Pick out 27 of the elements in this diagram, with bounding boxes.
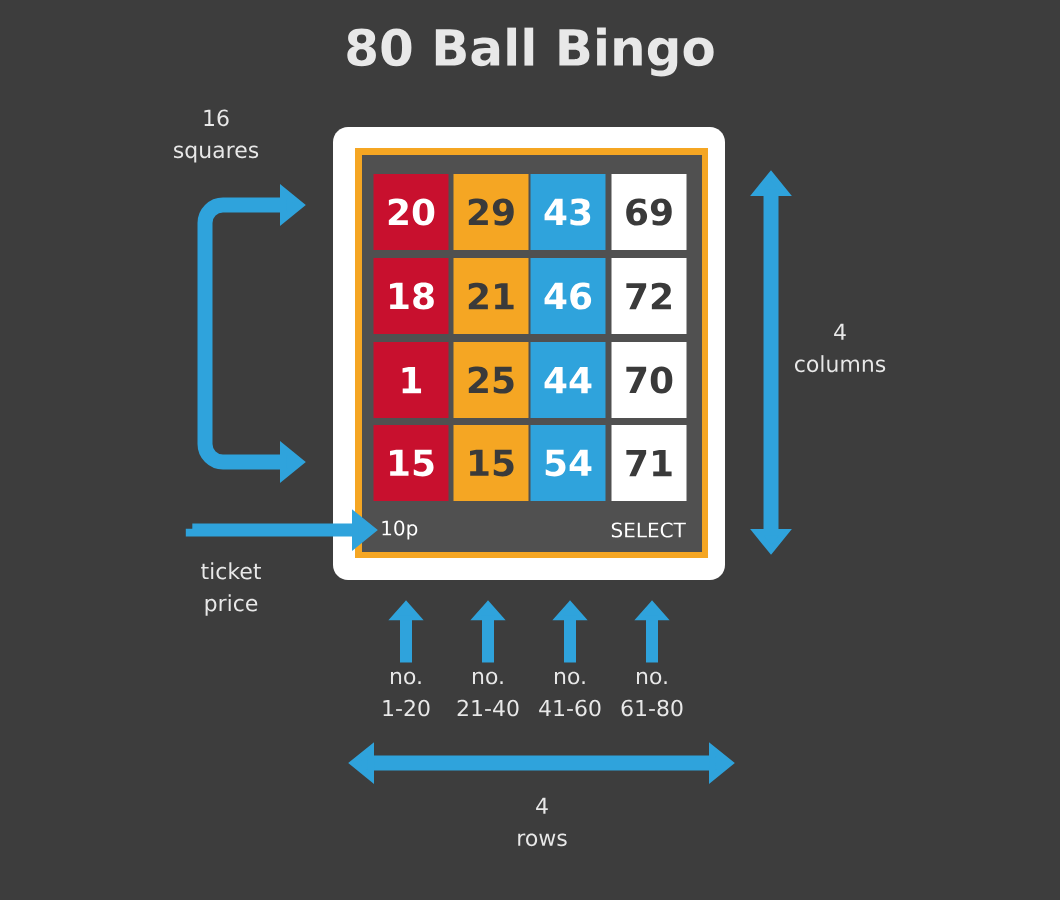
annotation-text: ticket price [201,562,261,616]
annotation-text: no. 21-40 [457,671,519,717]
number-cell: 46 [530,258,606,334]
number-cell: 70 [611,342,687,418]
annotation-text: 4 columns [795,323,886,373]
number-cell: 15 [453,425,529,501]
number-cell: 21 [453,258,529,334]
annotation-text: no. 61-80 [621,671,683,717]
number-cell: 54 [530,425,606,501]
price-text: 10p [382,520,418,540]
annotation-text: no. 1-20 [383,671,430,717]
number-cell: 20 [373,174,449,250]
annotation-text: 4 rows [518,797,567,847]
number-cell: 44 [530,342,606,418]
number-cell: 15 [373,425,449,501]
number-cell: 69 [611,174,687,250]
number-cell: 43 [530,174,606,250]
number-cell: 72 [611,258,687,334]
number-cell: 25 [453,342,529,418]
number-cell: 29 [453,174,529,250]
select-label: SELECT [611,522,686,538]
title: 80 Ball Bingo [347,27,714,77]
annotation-text: 16 squares [174,109,259,163]
annotation-text: no. 41-60 [539,671,601,717]
number-cell: 18 [373,258,449,334]
number-cell: 71 [611,425,687,501]
number-cell: 1 [373,342,449,418]
